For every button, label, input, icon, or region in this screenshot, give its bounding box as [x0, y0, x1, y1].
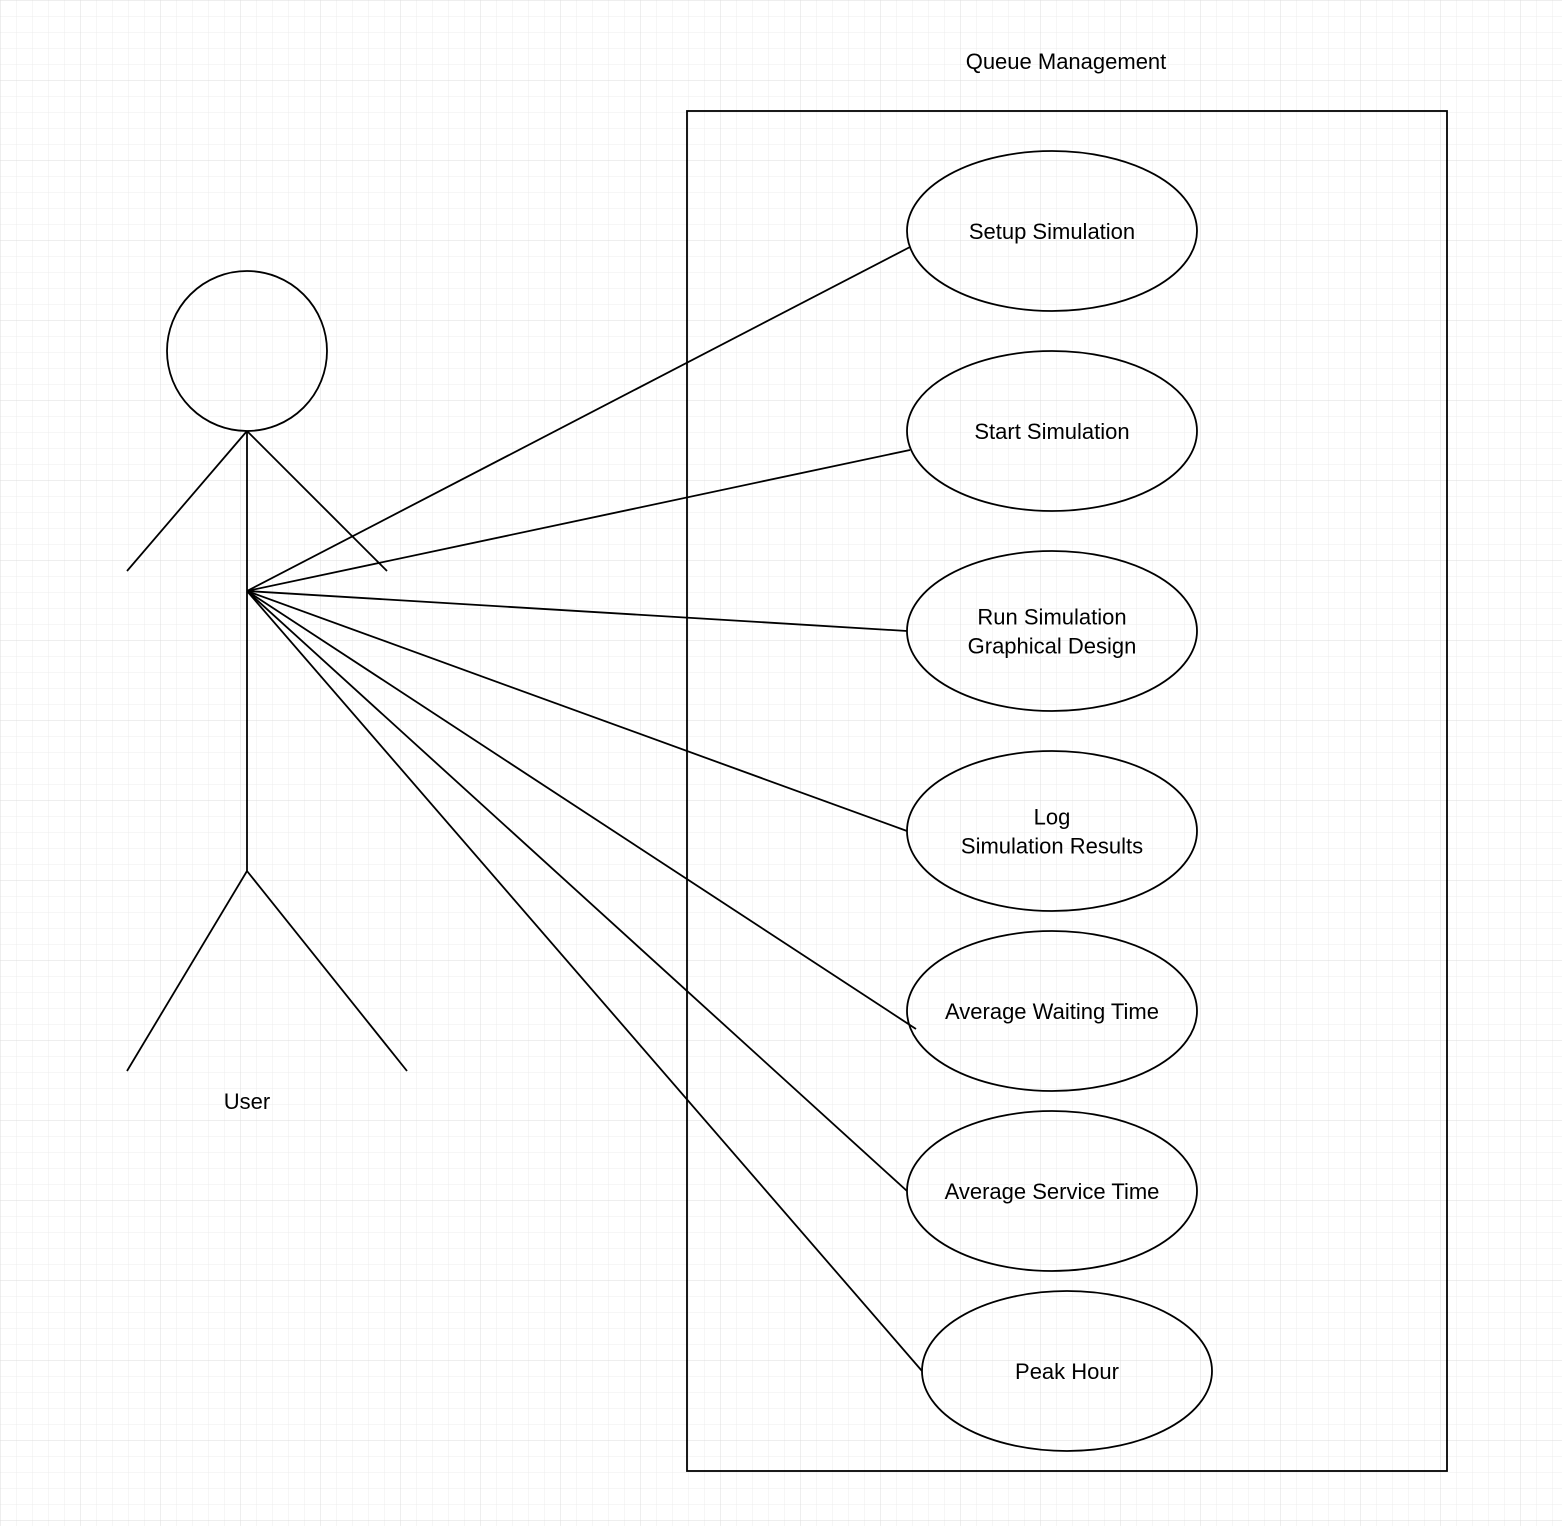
actor-left-leg: [126, 870, 248, 1072]
use-case-ellipse: [906, 750, 1198, 912]
use-case-avg-wait[interactable]: Average Waiting Time: [906, 930, 1198, 1092]
actor-right-arm: [246, 430, 388, 572]
association-peak[interactable]: [246, 590, 923, 1372]
actor-label: User: [224, 1089, 270, 1114]
use-case-label: Setup Simulation: [969, 219, 1135, 244]
use-case-ellipse: [906, 550, 1198, 712]
association-start[interactable]: [246, 449, 911, 592]
system-title: Queue Management: [966, 49, 1167, 74]
association-log[interactable]: [246, 590, 908, 832]
actor-user[interactable]: [126, 270, 408, 1072]
use-case-ellipse: [921, 1290, 1213, 1452]
use-case-label: Peak Hour: [1015, 1359, 1119, 1384]
actor-left-arm: [126, 430, 248, 572]
use-case-label: Average Waiting Time: [945, 999, 1159, 1024]
use-case-label: Average Service Time: [945, 1179, 1160, 1204]
association-run[interactable]: [246, 590, 908, 632]
use-case-avg-service[interactable]: Average Service Time: [906, 1110, 1198, 1272]
use-case-label: Run Simulation: [977, 605, 1126, 630]
use-case-start[interactable]: Start Simulation: [906, 350, 1198, 512]
system-boundary[interactable]: [686, 110, 1448, 1472]
association-avg-wait[interactable]: [246, 590, 917, 1030]
use-case-ellipse: [906, 930, 1198, 1092]
association-avg-service[interactable]: [246, 590, 908, 1192]
use-case-ellipse: [906, 1110, 1198, 1272]
actor-right-leg: [246, 870, 408, 1072]
association-setup[interactable]: [246, 246, 911, 592]
use-case-label: Simulation Results: [961, 834, 1143, 859]
use-case-ellipse: [906, 150, 1198, 312]
use-case-peak[interactable]: Peak Hour: [921, 1290, 1213, 1452]
use-case-setup[interactable]: Setup Simulation: [906, 150, 1198, 312]
use-case-label: Log: [1034, 805, 1071, 830]
use-case-label: Start Simulation: [974, 419, 1129, 444]
associations: [246, 246, 923, 1372]
use-case-label: Graphical Design: [968, 634, 1137, 659]
use-case-ellipse: [906, 350, 1198, 512]
